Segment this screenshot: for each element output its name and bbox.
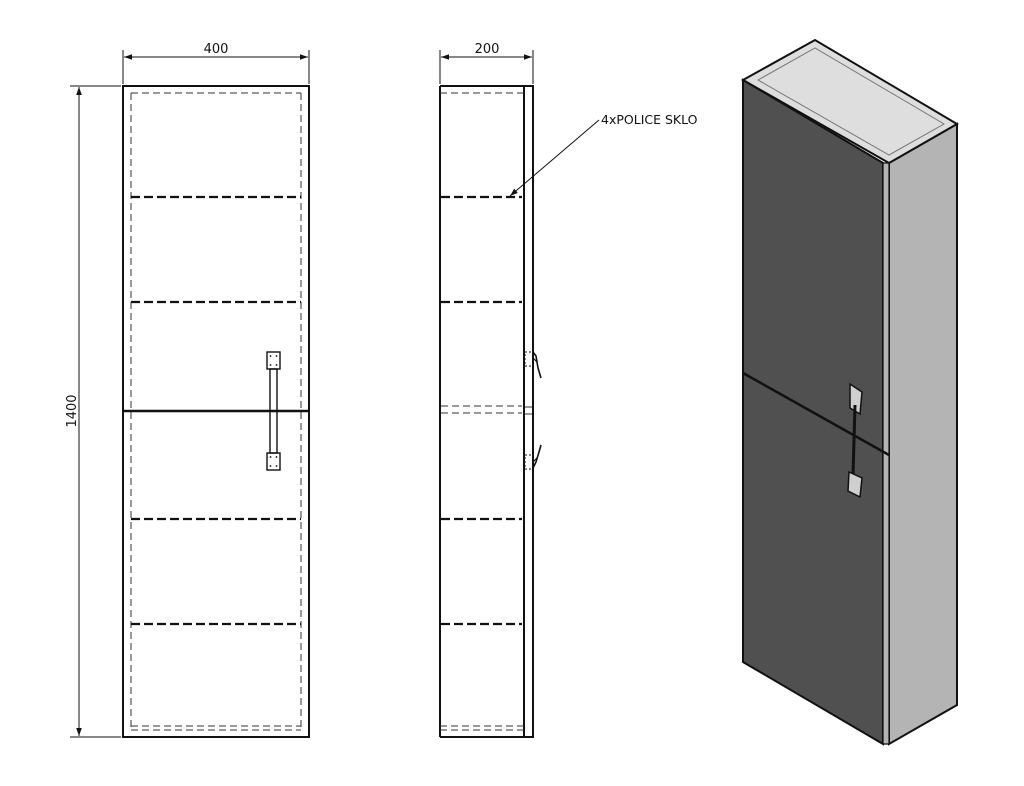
isometric-view (740, 38, 959, 746)
front-shelves (131, 195, 301, 626)
shelf-callout: 4xPOLICE SKLO (509, 112, 698, 197)
side-hinge-icon-bottom (524, 444, 542, 470)
front-height-dimension: 1400 (65, 85, 121, 738)
side-shelves (441, 195, 522, 626)
iso-side-panel (888, 122, 958, 746)
side-depth-dimension: 200 (439, 42, 534, 84)
side-view: 200 (439, 42, 698, 738)
front-view: 400 1400 (65, 42, 310, 738)
shelf-callout-label: 4xPOLICE SKLO (601, 112, 698, 127)
front-handle-icon (266, 351, 281, 471)
front-height-label: 1400 (65, 394, 80, 427)
side-depth-label: 200 (475, 42, 500, 57)
front-width-label: 400 (204, 42, 229, 57)
iso-door-split-line (742, 371, 890, 457)
front-width-dimension: 400 (122, 42, 310, 84)
iso-top-panel (740, 38, 959, 165)
iso-handle-icon (847, 382, 863, 499)
side-door-panel (523, 85, 534, 738)
side-hinge-icon-top (524, 351, 542, 379)
